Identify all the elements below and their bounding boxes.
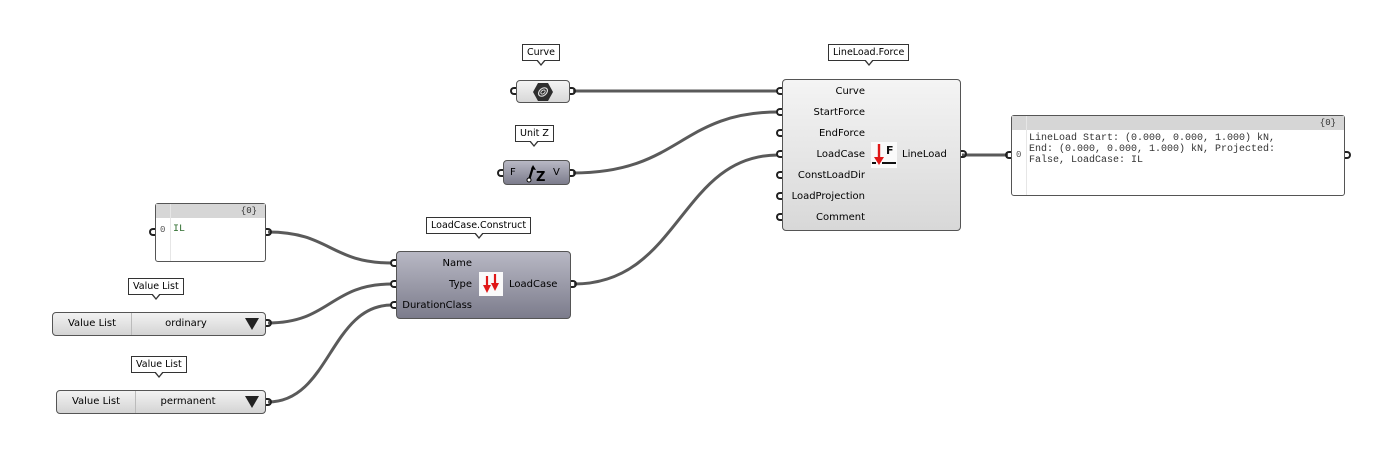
type-value-list-output-grip[interactable] xyxy=(266,319,272,327)
curve-input-grip[interactable] xyxy=(510,87,516,95)
line-load-force-icon: F xyxy=(871,142,897,168)
curve-output-grip[interactable] xyxy=(570,87,576,95)
output-grip-lineload[interactable] xyxy=(961,150,967,158)
unitz-tag: Unit Z xyxy=(515,125,554,147)
lineload-force-component[interactable]: Curve StartForce EndForce LoadCase Const… xyxy=(782,79,961,231)
unitz-input-label: F xyxy=(510,167,516,178)
input-grip-name[interactable] xyxy=(390,259,396,267)
loadcase-tag: LoadCase.Construct xyxy=(426,217,532,239)
input-grip-durationclass[interactable] xyxy=(390,301,396,309)
input-label-constloaddir: ConstLoadDir xyxy=(797,170,865,181)
load-case-arrows-icon xyxy=(479,272,503,296)
svg-text:F: F xyxy=(886,144,894,157)
unit-z-vector-icon: Z xyxy=(526,165,545,184)
panel-header: {0} xyxy=(1012,116,1344,130)
curve-tag: Curve xyxy=(522,44,561,66)
curve-param-component[interactable] xyxy=(516,80,570,103)
wire-duration-list-to-duration[interactable] xyxy=(267,303,393,404)
input-grip-loadprojection[interactable] xyxy=(776,192,782,200)
duration-value-list-name: Value List xyxy=(57,391,136,413)
input-grip-curve[interactable] xyxy=(776,87,782,95)
wire-panel-to-name[interactable] xyxy=(267,230,393,265)
input-label-comment: Comment xyxy=(816,212,865,223)
input-grip-startforce[interactable] xyxy=(776,108,782,116)
panel-gutter xyxy=(1026,116,1027,195)
input-grip-constloaddir[interactable] xyxy=(776,171,782,179)
output-panel-input-grip[interactable] xyxy=(1005,151,1011,159)
output-grip-loadcase[interactable] xyxy=(571,280,577,288)
name-panel-gutter xyxy=(170,204,171,261)
output-label-lineload: LineLoad xyxy=(902,149,947,160)
name-panel-header: {0} xyxy=(156,204,265,218)
lineload-tag: LineLoad.Force xyxy=(828,44,910,66)
wire-type-list-to-type[interactable] xyxy=(267,282,393,325)
input-label-curve: Curve xyxy=(835,86,865,97)
input-label-loadcase: LoadCase xyxy=(816,149,865,160)
duration-value-list-output-grip[interactable] xyxy=(266,398,272,406)
type-value-list[interactable]: Value List ordinary xyxy=(52,312,266,336)
type-value-list-name: Value List xyxy=(53,313,132,335)
type-list-tag: Value List xyxy=(128,278,184,300)
input-label-durationclass: DurationClass xyxy=(402,300,472,311)
output-panel-output-grip[interactable] xyxy=(1345,151,1351,159)
wire-loadcase-to-lineload[interactable] xyxy=(573,153,779,286)
name-panel[interactable]: {0} 0 IL xyxy=(155,203,266,262)
duration-value-list-selected[interactable]: permanent xyxy=(160,396,216,407)
curve-hexagon-icon xyxy=(533,83,553,101)
duration-list-tag: Value List xyxy=(131,356,187,378)
input-label-startforce: StartForce xyxy=(813,107,865,118)
unitz-output-label: V xyxy=(553,167,560,178)
output-label-loadcase: LoadCase xyxy=(509,279,558,290)
input-label-loadprojection: LoadProjection xyxy=(791,191,865,202)
input-grip-loadcase[interactable] xyxy=(776,150,782,158)
dropdown-arrow-icon[interactable] xyxy=(245,396,259,408)
output-panel[interactable]: {0} 0 LineLoad Start: (0.000, 0.000, 1.0… xyxy=(1011,115,1345,196)
dropdown-arrow-icon[interactable] xyxy=(245,318,259,330)
svg-text:Z: Z xyxy=(536,170,545,184)
name-panel-content: IL xyxy=(173,224,186,235)
loadcase-construct-component[interactable]: Name Type DurationClass LoadCase xyxy=(396,251,571,319)
name-panel-index: 0 xyxy=(160,225,166,235)
input-grip-comment[interactable] xyxy=(776,213,782,221)
panel-content: LineLoad Start: (0.000, 0.000, 1.000) kN… xyxy=(1029,133,1276,166)
input-label-type: Type xyxy=(449,279,472,290)
type-value-list-selected[interactable]: ordinary xyxy=(165,318,207,329)
unitz-input-grip[interactable] xyxy=(497,169,503,177)
duration-value-list[interactable]: Value List permanent xyxy=(56,390,266,414)
panel-index: 0 xyxy=(1016,150,1022,160)
input-grip-endforce[interactable] xyxy=(776,129,782,137)
name-panel-input-grip[interactable] xyxy=(149,228,155,236)
input-label-endforce: EndForce xyxy=(818,128,865,139)
input-label-name: Name xyxy=(442,258,472,269)
name-panel-output-grip[interactable] xyxy=(266,228,272,236)
wire-unitz-to-startforce[interactable] xyxy=(572,110,779,175)
unitz-component[interactable]: F Z V xyxy=(503,160,570,185)
input-grip-type[interactable] xyxy=(390,280,396,288)
unitz-output-grip[interactable] xyxy=(570,169,576,177)
